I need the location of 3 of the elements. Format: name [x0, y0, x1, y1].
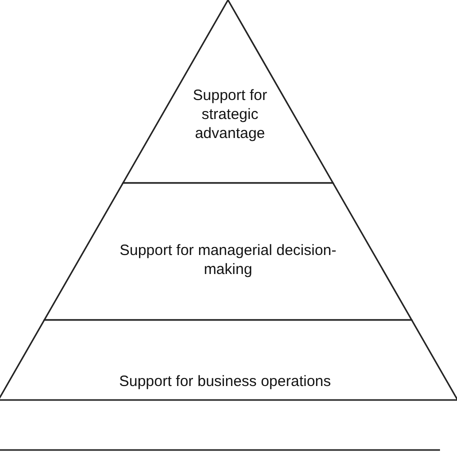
- tier-label: Support for business operations: [118, 372, 332, 391]
- tier-label: Support for managerial decision-making: [118, 241, 338, 279]
- tier-label: Support for strategic advantage: [192, 86, 268, 143]
